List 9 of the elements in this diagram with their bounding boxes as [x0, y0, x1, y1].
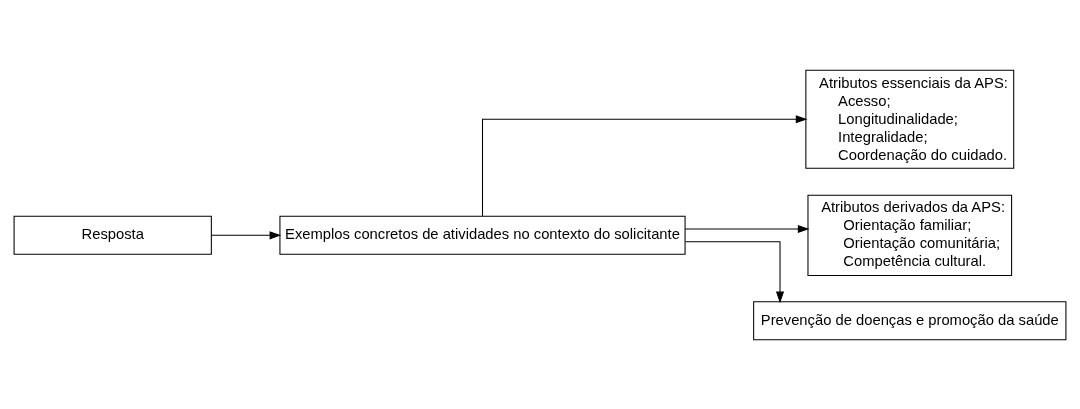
node-box: Atributos derivados da APS: Orientação familiar; Orientação comunitária; Competência cultural.: [807, 194, 1013, 276]
node-box: Exemplos concretos de atividades no contexto do solicitante: [279, 215, 686, 255]
node-box: Resposta: [13, 215, 212, 255]
node-box: Prevenção de doenças e promoção da saúde: [753, 300, 1067, 340]
arrow: [684, 224, 810, 233]
node-box: Atributos essenciais da APS: Acesso; Longitudinalidade; Integralidade; Coordenação do cuidado.: [805, 69, 1015, 169]
arrow: [684, 240, 785, 303]
arrow: [211, 230, 282, 239]
arrow: [481, 114, 808, 217]
